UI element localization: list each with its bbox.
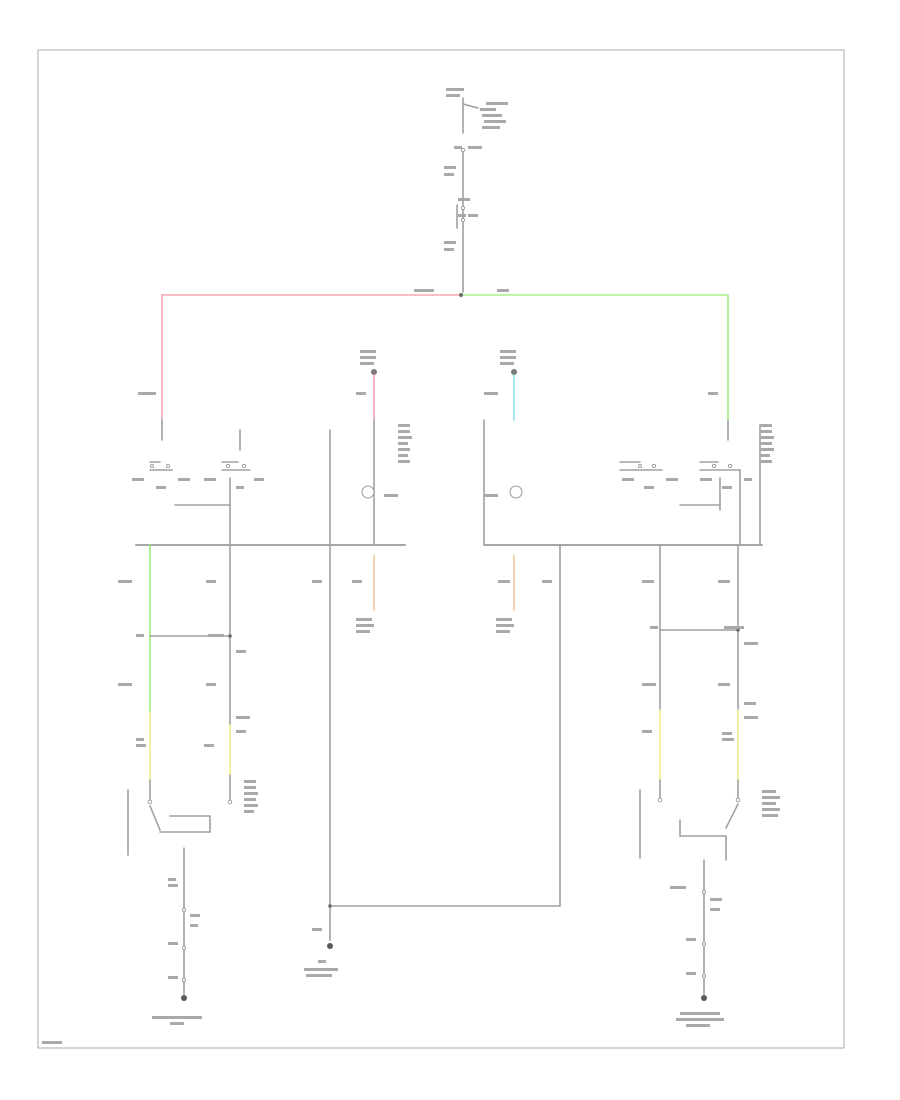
left-heater-element bbox=[361, 419, 412, 546]
left-lumbar-switch bbox=[127, 774, 233, 1025]
left-seat-heater-switch bbox=[132, 419, 264, 546]
corner-tag bbox=[42, 1041, 62, 1044]
diagram-frame bbox=[37, 49, 845, 1049]
feed-wire-left bbox=[161, 294, 460, 421]
ground-left bbox=[181, 995, 187, 1001]
right-seat-heater-switch bbox=[483, 419, 774, 546]
right-lumbar-switch bbox=[639, 779, 741, 1027]
feed-wire-right bbox=[462, 294, 729, 421]
fuse-block bbox=[444, 88, 508, 293]
ground-right bbox=[701, 995, 707, 1001]
ground-center bbox=[327, 943, 333, 949]
feed-splice bbox=[459, 293, 463, 297]
